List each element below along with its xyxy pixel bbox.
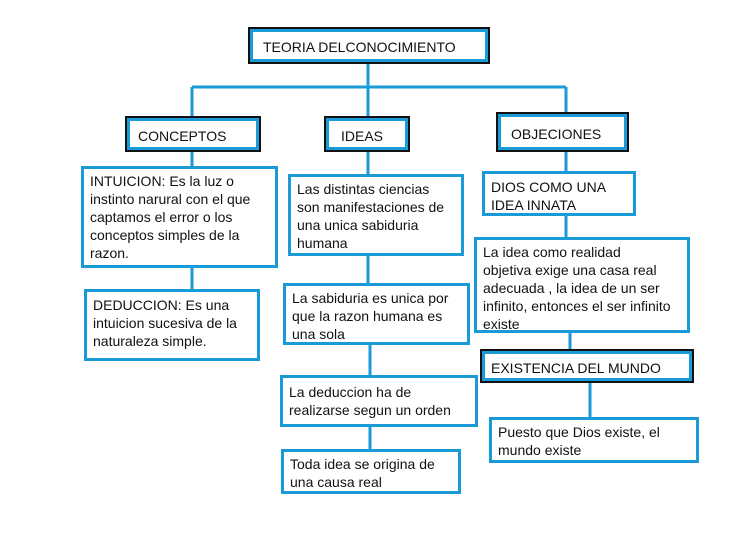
node-deduccion: DEDUCCION: Es una intuicion sucesiva de … bbox=[84, 289, 260, 361]
node-root: TEORIA DELCONOCIMIENTO bbox=[248, 27, 490, 64]
node-objeciones: OBJECIONES bbox=[496, 112, 629, 152]
node-causa: Toda idea se origina de una causa real bbox=[281, 449, 461, 494]
node-existencia-mundo: EXISTENCIA DEL MUNDO bbox=[480, 349, 694, 383]
node-ideas: IDEAS bbox=[324, 116, 410, 152]
node-idea-realidad: La idea como realidad objetiva exige una… bbox=[474, 237, 690, 333]
node-conceptos: CONCEPTOS bbox=[125, 116, 261, 152]
node-intuicion: INTUICION: Es la luz o instinto narural … bbox=[81, 166, 278, 268]
node-dios-idea-innata: DIOS COMO UNA IDEA INNATA bbox=[482, 171, 636, 216]
node-deduccion-orden: La deduccion ha de realizarse segun un o… bbox=[280, 375, 478, 427]
node-ciencias: Las distintas ciencias son manifestacion… bbox=[288, 174, 464, 256]
node-sabiduria: La sabiduria es unica por que la razon h… bbox=[283, 283, 470, 345]
node-puesto-dios: Puesto que Dios existe, el mundo existe bbox=[489, 417, 699, 463]
